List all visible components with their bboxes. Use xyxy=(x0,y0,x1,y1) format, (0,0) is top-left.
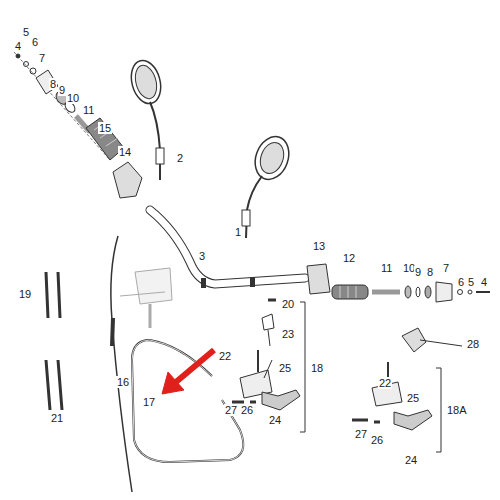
callout-number: 19 xyxy=(18,288,32,300)
washer xyxy=(458,290,463,295)
throttle-housing xyxy=(307,264,330,294)
switch-housing xyxy=(113,162,142,198)
callout-number: 2 xyxy=(176,152,184,164)
strap xyxy=(46,360,62,410)
callout-number: 20 xyxy=(281,298,295,310)
leader-line xyxy=(264,360,272,378)
bar-end-weight xyxy=(436,282,452,302)
callout-number: 27 xyxy=(354,428,368,440)
mirror-glass xyxy=(132,63,160,101)
mirror xyxy=(249,132,294,184)
screw xyxy=(268,299,276,302)
grip xyxy=(332,285,368,299)
callout-number: 22 xyxy=(378,377,392,389)
callout-number: 4 xyxy=(14,40,22,52)
callout-number: 24 xyxy=(404,454,418,466)
grip-ribs xyxy=(94,122,118,146)
callout-number: 10 xyxy=(66,92,80,104)
callout-number: 6 xyxy=(31,36,39,48)
callout-number: 16 xyxy=(116,376,130,388)
bar-mark xyxy=(201,278,206,288)
handlebar-inner xyxy=(150,210,305,284)
leader-line xyxy=(420,340,462,346)
washer xyxy=(468,290,472,294)
group-bracket xyxy=(436,368,441,452)
callout-number: 8 xyxy=(49,78,57,90)
bar-end-weight xyxy=(36,70,58,94)
master-cylinder xyxy=(120,268,172,304)
collar xyxy=(405,286,411,298)
brake-hose xyxy=(132,340,243,462)
callout-number: 7 xyxy=(38,52,46,64)
callout-number: 4 xyxy=(480,276,488,288)
strap xyxy=(46,272,60,318)
brake-hose-inner xyxy=(132,340,243,462)
mirror-stem xyxy=(246,176,262,238)
callout-number: 24 xyxy=(268,414,282,426)
callout-number: 12 xyxy=(342,252,356,264)
callout-number: 3 xyxy=(198,250,206,262)
callout-number: 1 xyxy=(234,226,242,238)
grip-ribs xyxy=(340,286,356,298)
callout-number: 21 xyxy=(50,412,64,424)
callout-number: 9 xyxy=(58,84,66,96)
mirror-glass xyxy=(256,139,288,177)
axis-line xyxy=(14,52,110,160)
callout-number: 11 xyxy=(380,262,393,274)
bolt xyxy=(257,350,259,372)
callout-number: 6 xyxy=(457,276,465,288)
callout-number: 22 xyxy=(218,350,232,362)
pointer-arrow xyxy=(176,350,214,382)
callout-number: 28 xyxy=(466,338,480,350)
mirror-nut xyxy=(242,210,250,226)
pin xyxy=(352,420,380,422)
callout-number: 8 xyxy=(426,266,434,278)
callout-number: 25 xyxy=(406,392,420,404)
mirror-stem xyxy=(150,102,160,180)
bar-mark xyxy=(250,277,255,287)
ring xyxy=(416,287,420,297)
screw xyxy=(476,291,490,293)
callout-number: 14 xyxy=(118,146,132,158)
callout-number: 7 xyxy=(442,262,450,274)
lever xyxy=(394,410,432,430)
switch xyxy=(262,314,274,346)
clutch-cable xyxy=(111,236,132,492)
callout-number: 27 xyxy=(224,404,238,416)
collar xyxy=(425,286,431,298)
washer xyxy=(24,62,29,67)
pointer-arrowhead xyxy=(162,372,184,394)
callout-number: 26 xyxy=(240,404,254,416)
handlebar xyxy=(150,210,305,284)
mirror-nut xyxy=(156,148,164,164)
lever xyxy=(262,390,300,410)
mirror xyxy=(127,57,165,107)
callout-number: 5 xyxy=(22,26,30,38)
screw xyxy=(16,54,20,58)
throttle-tube xyxy=(372,290,400,295)
callout-number: 25 xyxy=(278,362,292,374)
callout-number: 9 xyxy=(414,266,422,278)
callout-number: 18 xyxy=(310,362,324,374)
callout-number: 11 xyxy=(82,104,95,116)
callout-number: 13 xyxy=(312,240,326,252)
callout-number: 23 xyxy=(281,328,295,340)
master-cylinder-body xyxy=(149,304,152,328)
callout-number: 15 xyxy=(98,122,112,134)
callout-number: 17 xyxy=(142,396,156,408)
callout-number: 18A xyxy=(446,404,468,416)
callout-number: 26 xyxy=(370,434,384,446)
group-bracket xyxy=(300,302,305,432)
callout-number: 5 xyxy=(467,276,475,288)
cable-adjuster xyxy=(112,318,113,346)
washer xyxy=(30,68,36,74)
